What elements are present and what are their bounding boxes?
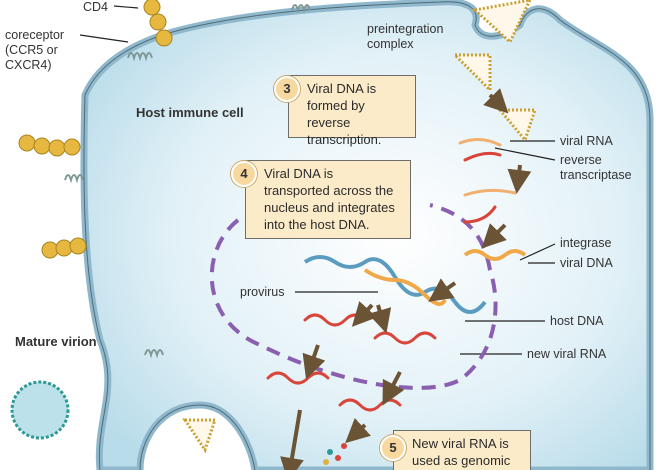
viral-dna-label: viral DNA	[560, 256, 613, 270]
viral-rna-label: viral RNA	[560, 134, 613, 148]
cd4-receptor-left	[18, 134, 87, 259]
coreceptor-label: coreceptor (CCR5 or CXCR4)	[5, 28, 64, 73]
preintegration-complex-label: preintegration complex	[367, 22, 443, 52]
nucleus-boundary	[209, 203, 498, 390]
step-4-line: into the host DNA.	[264, 217, 370, 232]
step-5-badge: 5	[380, 435, 406, 461]
step-3-line: transcription.	[307, 132, 382, 147]
coreceptor-line-3: CXCR4)	[5, 58, 52, 72]
step-5-line: used as genomic RNA	[412, 453, 511, 468]
host-cell-label: Host immune cell	[136, 105, 244, 120]
step-4-line: Viral DNA is	[264, 166, 334, 181]
step-5-line: New viral RNA is	[412, 436, 509, 451]
coreceptor-line-1: coreceptor	[5, 28, 65, 42]
integrase-label: integrase	[560, 236, 612, 250]
step-3-line: formed by reverse	[307, 98, 365, 130]
process-arrows	[280, 88, 532, 470]
step-4-line: nucleus and integrates	[264, 200, 395, 215]
preintegration-line-2: complex	[367, 37, 414, 51]
step-4-line: transported across the	[264, 183, 394, 198]
leader-lines	[79, 5, 556, 355]
coreceptor-line-2: (CCR5 or	[5, 43, 58, 57]
step-4-badge: 4	[231, 161, 257, 187]
step-3-box: Viral DNA is formed by reverse transcrip…	[288, 75, 416, 147]
preintegration-line-1: preintegration	[367, 22, 444, 36]
mature-virion-icon	[10, 380, 70, 440]
rt-line-2: transcriptase	[560, 168, 632, 182]
host-dna-helix	[303, 249, 527, 314]
step-5-box: New viral RNA is used as genomic RNA	[393, 430, 531, 470]
rt-line-1: reverse	[560, 153, 602, 167]
protein-dots	[323, 443, 347, 465]
provirus-label: provirus	[240, 285, 285, 299]
step-4-box: Viral DNA is transported across the nucl…	[245, 160, 411, 239]
coreceptor-icons	[64, 4, 311, 359]
step-3-badge: 3	[274, 76, 300, 102]
cd4-label: CD4	[83, 0, 109, 14]
cd4-receptor-top	[143, 0, 173, 47]
new-viral-rna-label: new viral RNA	[527, 347, 607, 361]
mature-virion-label: Mature virion	[15, 334, 97, 349]
host-dna-label: host DNA	[550, 314, 604, 328]
step-3-line: Viral DNA is	[307, 81, 377, 96]
reverse-transcriptase-label: reverse transcriptase	[560, 153, 632, 183]
